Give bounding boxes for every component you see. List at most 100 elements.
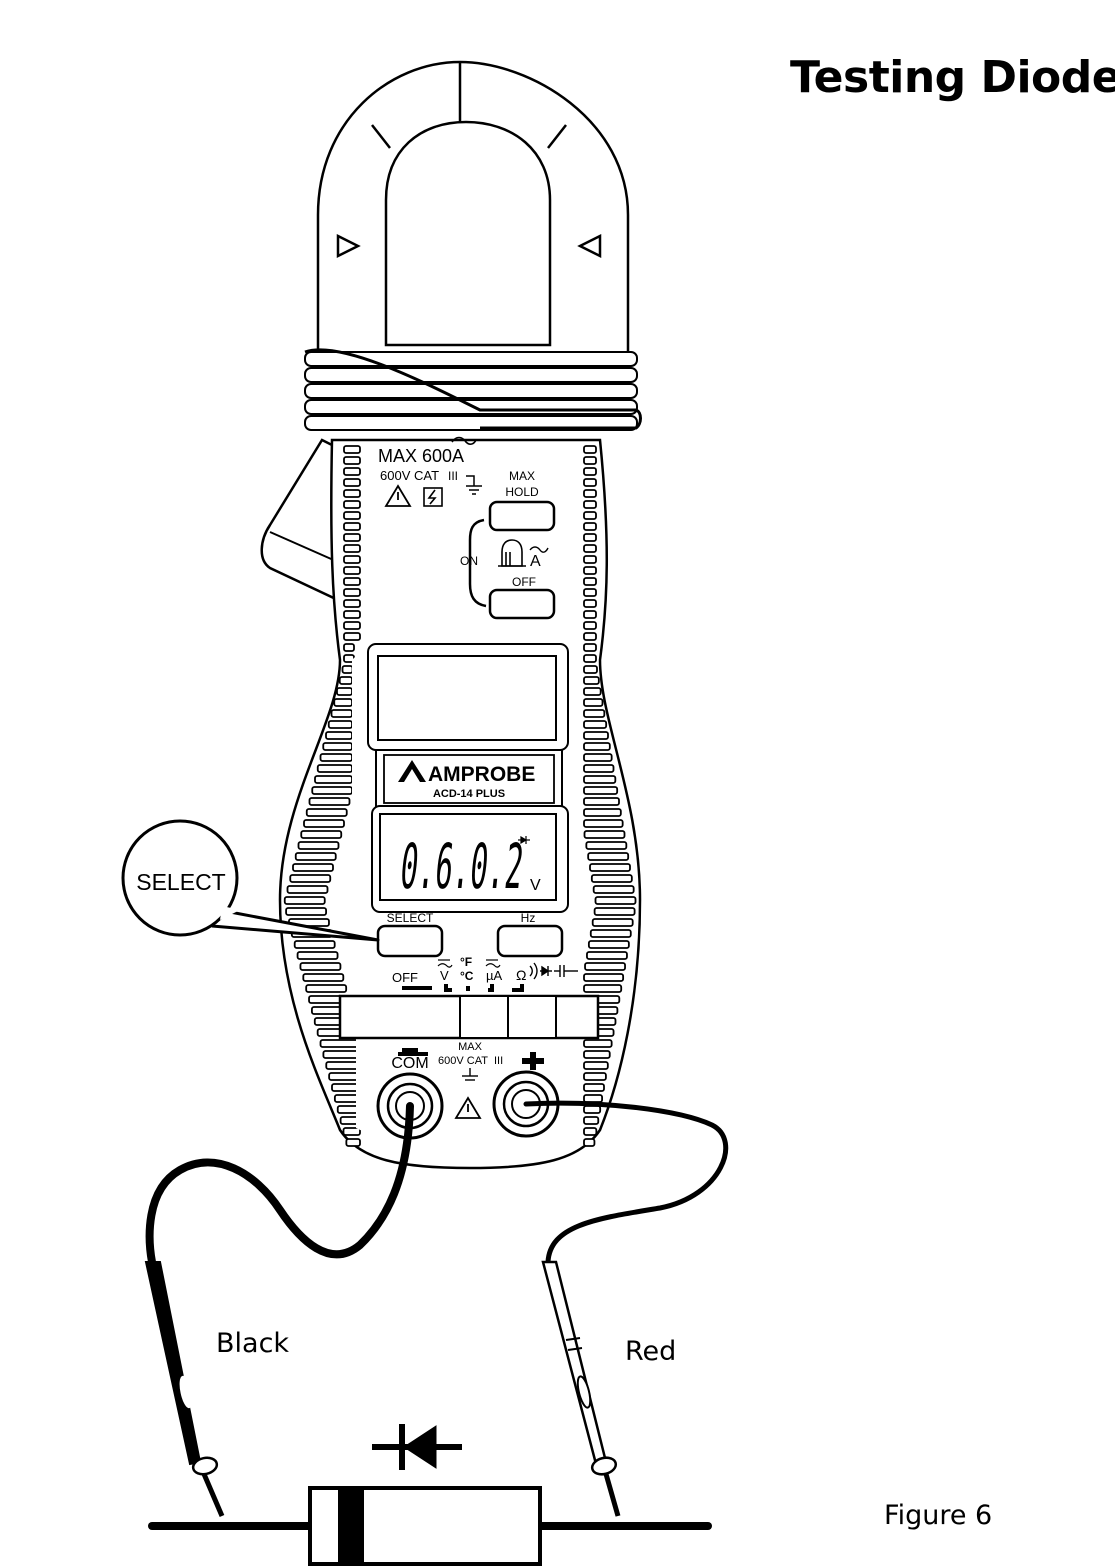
select-button[interactable] [376,924,444,958]
dial-fahrenheit-label: °F [460,955,472,969]
lcd-reading: 0.6.0.2 [397,830,527,903]
grip-rib [285,907,327,916]
grip-rib [341,665,354,674]
grip-rib [583,808,622,817]
rotary-switch[interactable] [338,994,600,1040]
hz-button[interactable] [496,924,564,958]
dial-celsius-label: °C [460,969,474,983]
grip-rib [343,544,361,553]
grip-rib [303,819,345,828]
grip-rib [343,610,361,619]
grip-rib [336,687,353,696]
grip-rib [593,907,636,916]
grip-rib [343,489,361,498]
grip-rib [583,555,597,564]
grip-rib [583,445,597,454]
grip-rib [583,511,597,520]
black-test-lead [144,1102,414,1517]
red-test-lead [523,1100,729,1517]
grip-rib [343,599,361,608]
grip-rib [583,643,597,652]
diode-component [148,1424,712,1566]
grip-rib [343,566,361,575]
grip-rib [343,467,361,476]
grip-rib [583,456,597,465]
grip-rib [583,687,602,696]
grip-rib [286,885,329,894]
terminal-warning-icon [454,1096,482,1119]
grip-rib [590,874,633,883]
grip-rib [583,698,604,707]
grip-rib [296,951,339,960]
off-button[interactable] [488,588,556,620]
max-hold-line1: MAX [509,469,535,483]
grip-rib [325,1061,361,1070]
grip-rib [583,1061,609,1070]
grip-rib [325,731,353,740]
grip-rib [583,797,620,806]
clamp-jaw [316,60,630,370]
on-bracket [468,518,487,608]
grip-rib [294,852,337,861]
grip-rib [305,808,348,817]
lcd-screen [379,813,557,901]
jaw-grip-ribs [304,348,642,431]
hz-button-label: Hz [521,911,536,925]
grip-rib [583,1138,596,1147]
grip-rib [583,467,597,476]
grip-rib [583,720,608,729]
grip-rib [583,1116,600,1125]
brand-name: AMPROBE [428,763,535,786]
dial-detent-marks [402,984,524,992]
grip-rib [583,500,597,509]
ac-tilde-icon [451,436,477,445]
grip-rib [338,676,353,685]
amps-ac-label: A [530,553,541,570]
grip-rib [343,555,361,564]
grip-rib [583,621,597,630]
grip-rib [592,885,635,894]
grip-rib [584,962,626,971]
grip-rib [343,632,361,641]
brand-logo-inner [404,769,420,782]
grip-rib [583,1072,607,1081]
off-label: OFF [512,575,536,589]
grip-rib [583,1105,602,1114]
grip-rib [297,841,340,850]
grip-rib [343,577,361,586]
grip-rib [583,984,623,993]
grip-rib [283,896,326,905]
warning-icon [384,484,412,507]
max-hold-button[interactable] [488,500,556,532]
ground-icon [466,475,482,495]
rating-cat-label: 600V CAT [380,468,439,483]
grip-rib [583,478,597,487]
grip-rib [583,786,619,795]
amps-tilde-icon [529,546,549,553]
grip-rib [589,929,632,938]
red-lead-label: Red [625,1336,677,1367]
grip-rib [343,643,355,652]
backlight-icon [498,539,526,567]
grip-rib [331,1083,361,1092]
lcd-unit: V [530,877,541,894]
grip-rib [594,896,637,905]
grip-rib [583,753,613,762]
high-voltage-icon [423,487,443,507]
grip-rib [583,1050,611,1059]
grip-rib [342,1127,361,1136]
select-callout: SELECT [121,819,380,942]
grip-ribs-right [583,445,637,1147]
grip-rib [583,1039,613,1048]
black-lead-label: Black [216,1328,290,1359]
grip-rib [583,830,626,839]
grip-rib [328,1072,361,1081]
dial-volts-label: V [440,968,449,983]
jaw-trigger [260,438,340,602]
grip-rib [311,786,353,795]
grip-rib [583,632,597,641]
grip-rib [308,797,351,806]
grip-rib [583,533,597,542]
